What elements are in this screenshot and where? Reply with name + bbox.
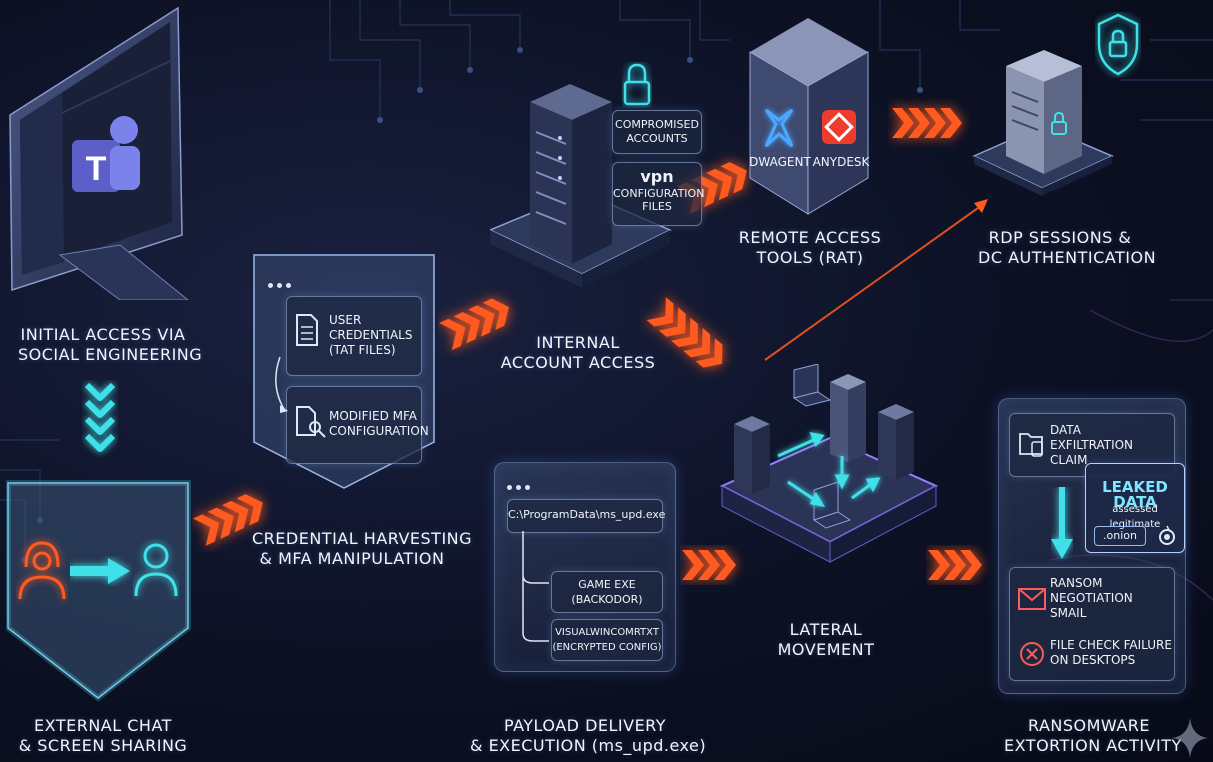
arrow-chevrons-6 <box>682 550 736 580</box>
hacker-icon <box>18 541 66 600</box>
error-x-icon <box>1020 642 1044 666</box>
tool-label-anydesk: ANYDESK <box>812 155 870 169</box>
encrypted-config-card: VISUALWINCOMRTXT(ENCRYPTED CONFIG) <box>551 619 663 661</box>
down-arrow-icon <box>1051 487 1073 559</box>
tor-icon <box>1159 525 1175 545</box>
teams-icon: T <box>72 116 140 192</box>
external-chat-panel <box>6 480 191 702</box>
internal-server <box>490 84 672 288</box>
right-arrow-icon <box>70 558 130 584</box>
game-exe-card: GAME EXE(BACKODOR) <box>551 571 663 613</box>
window-dots <box>507 475 534 494</box>
key-file-icon <box>296 406 326 438</box>
arrow-chevrons-5 <box>646 297 723 368</box>
leaked-data-subtitle: assessed legitimate <box>1109 504 1161 530</box>
shield-lock-icon <box>1097 13 1139 76</box>
user-icon <box>134 543 178 597</box>
leaked-data-title: LEAKED DATA <box>1102 478 1168 511</box>
folder-phone-icon <box>1019 433 1043 457</box>
arrow-chevrons-2 <box>439 298 509 351</box>
vpn-title: vpn <box>640 167 674 186</box>
lateral-movement-platform <box>719 364 939 563</box>
svg-text:T: T <box>86 150 107 188</box>
dwagent-icon <box>764 108 794 148</box>
envelope-icon <box>1018 588 1046 610</box>
down-chevrons <box>84 382 116 452</box>
lock-icon <box>623 63 651 106</box>
window-dots <box>268 273 295 292</box>
onion-badge: .onion <box>1094 526 1146 546</box>
tool-label-dwagent: DWAGENT <box>749 155 811 169</box>
payload-path-card: C:\ProgramData\ms_upd.exe <box>507 499 665 533</box>
stage-label-payload: PAYLOAD DELIVERY& EXECUTION (ms_upd.exe) <box>470 716 707 755</box>
anydesk-icon <box>822 110 856 144</box>
payload-panel: C:\ProgramData\ms_upd.exe GAME EXE(BACKO… <box>494 462 676 672</box>
sparkle-icon <box>1172 718 1208 758</box>
stage-label-credential: CREDENTIAL HARVESTING& MFA MANIPULATION <box>252 529 473 568</box>
document-icon <box>296 314 318 346</box>
stage-label-external-chat: EXTERNAL CHAT& SCREEN SHARING <box>18 716 188 755</box>
arrow-chevrons-4 <box>892 108 962 138</box>
leaked-data-card: LEAKED DATA assessed legitimate .onion <box>1085 463 1185 553</box>
flow-connector <box>275 356 288 413</box>
rdp-server <box>972 50 1114 196</box>
stage-label-rdp: RDP SESSIONS &DC AUTHENTICATION <box>978 228 1157 267</box>
connector-line <box>764 199 988 361</box>
arrow-chevrons-1 <box>193 494 263 546</box>
arrow-chevrons-7 <box>928 550 982 580</box>
tree-connector <box>522 531 549 642</box>
